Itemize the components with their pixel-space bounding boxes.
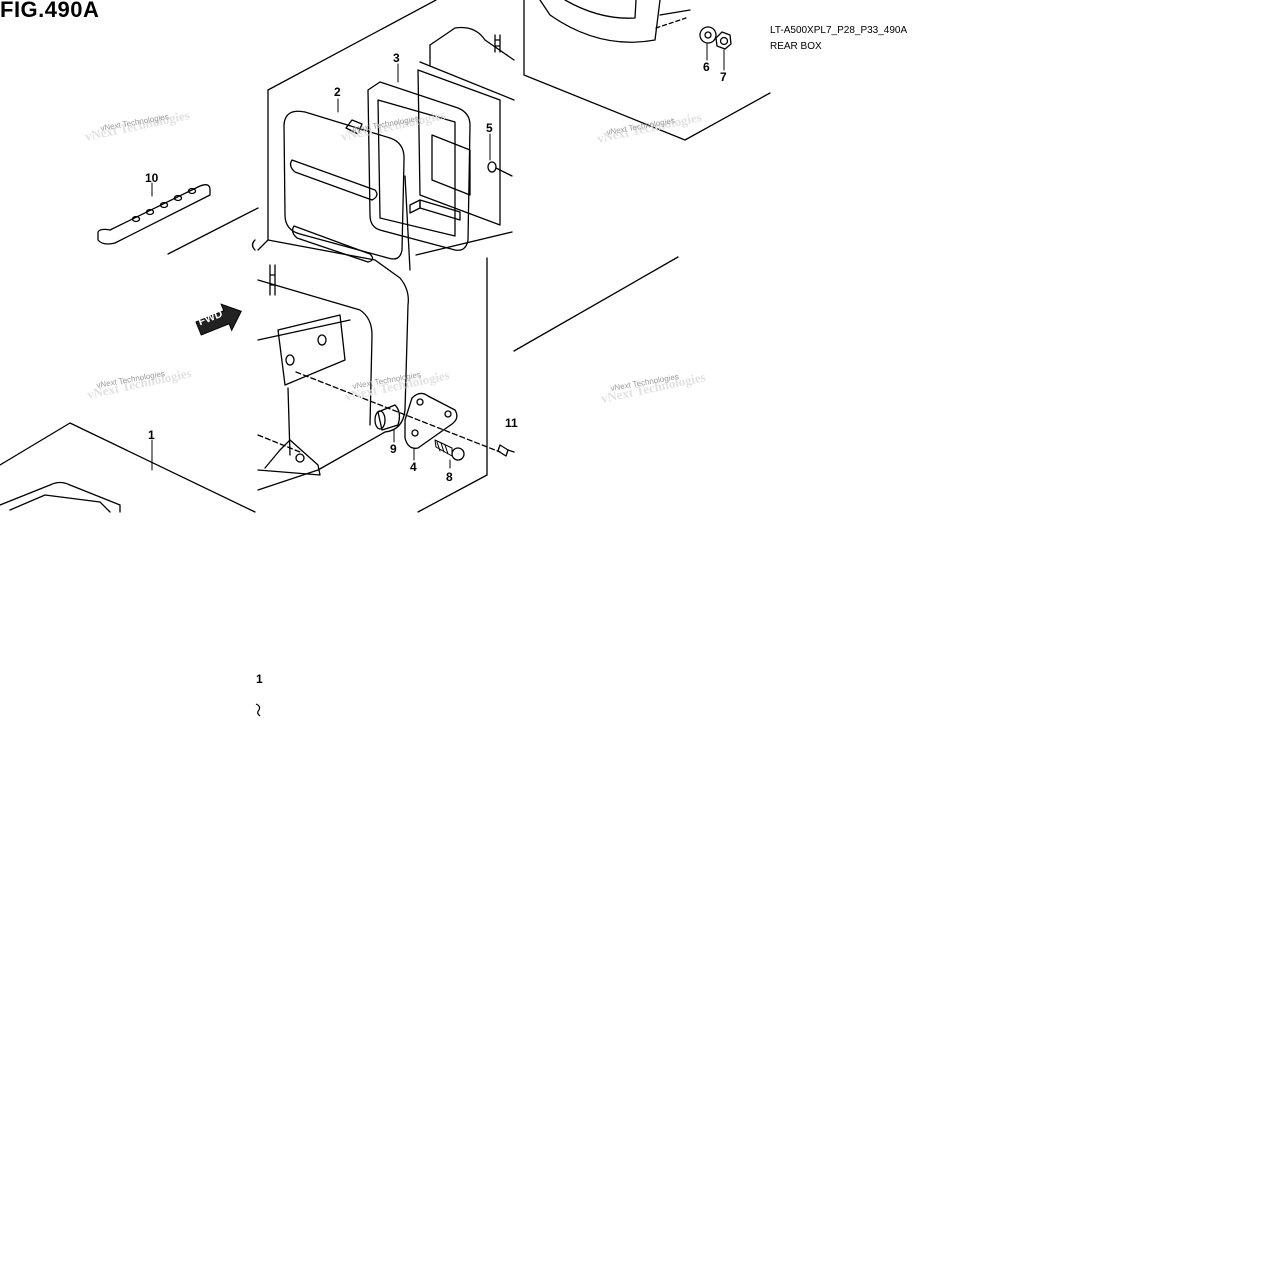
stray-fragment bbox=[255, 703, 261, 717]
rear-box-upper bbox=[539, 0, 691, 43]
callout-2: 2 bbox=[334, 85, 341, 99]
callout-7: 7 bbox=[720, 70, 727, 84]
figure-title: FIG.490A bbox=[0, 0, 100, 22]
frame-line bbox=[167, 207, 259, 255]
frame-line bbox=[523, 0, 771, 141]
callout-3: 3 bbox=[393, 51, 400, 65]
strap-10 bbox=[97, 184, 211, 245]
screw-5 bbox=[487, 161, 513, 177]
frame-line bbox=[417, 257, 488, 513]
lens-2 bbox=[283, 110, 405, 263]
carrier-1 bbox=[0, 481, 121, 513]
frame-line bbox=[0, 422, 256, 513]
guide-line bbox=[415, 231, 513, 256]
nut-7 bbox=[715, 31, 732, 50]
callout-5: 5 bbox=[486, 121, 493, 135]
hidden-line bbox=[295, 371, 501, 453]
lamp-housing bbox=[409, 26, 515, 226]
callout-6: 6 bbox=[703, 60, 710, 74]
guide-line bbox=[404, 175, 411, 271]
stray-label: 1 bbox=[256, 672, 263, 686]
hidden-line bbox=[257, 434, 301, 453]
callout-9: 9 bbox=[390, 442, 397, 456]
screw-11 bbox=[497, 444, 515, 457]
callout-8: 8 bbox=[446, 470, 453, 484]
rear-box-body bbox=[251, 239, 409, 491]
callout-1: 1 bbox=[148, 428, 155, 442]
plate-4 bbox=[404, 392, 458, 449]
frame-line bbox=[267, 0, 437, 91]
bolt-8 bbox=[434, 439, 465, 461]
callout-4: 4 bbox=[410, 460, 417, 474]
bushing-9 bbox=[374, 404, 401, 431]
frame-line bbox=[513, 256, 679, 352]
fwd-arrow bbox=[195, 303, 242, 336]
figure-info: LT-A500XPL7_P28_P33_490A REAR BOX bbox=[770, 23, 907, 55]
figure-code: LT-A500XPL7_P28_P33_490A bbox=[770, 25, 908, 36]
figure-name: REAR BOX bbox=[770, 41, 822, 52]
callout-10: 10 bbox=[145, 171, 159, 185]
callout-11: 11 bbox=[505, 416, 518, 430]
washer-6 bbox=[699, 26, 717, 44]
gasket-3 bbox=[367, 81, 471, 251]
